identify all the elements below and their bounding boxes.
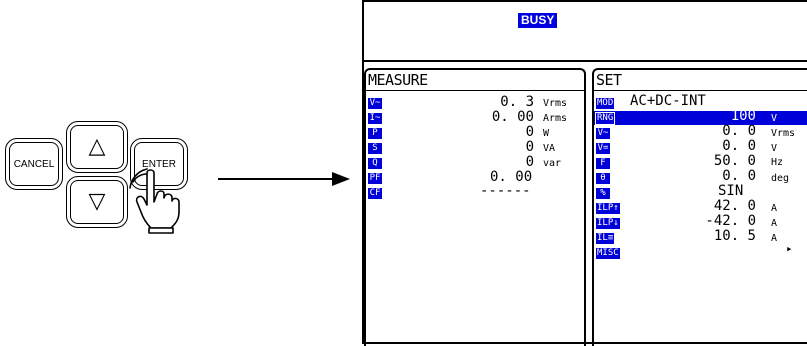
set-unit: A (771, 233, 778, 244)
measure-tag: PF (368, 173, 382, 184)
keypad: CANCEL △ ▽ ENTER (5, 96, 215, 234)
set-tag: ILP↓ (596, 218, 620, 229)
set-value: 10. 5 (713, 228, 756, 244)
busy-indicator: BUSY (518, 13, 558, 28)
set-divider (594, 90, 807, 91)
set-unit: V (771, 113, 778, 124)
set-tag: V= (596, 143, 610, 154)
set-unit: Vrms (771, 128, 796, 139)
set-value: 0. 0 (722, 138, 756, 154)
set-value: 50. 0 (713, 153, 756, 169)
measure-divider (366, 90, 584, 91)
set-value: SIN (718, 183, 744, 199)
measure-unit: W (543, 128, 550, 139)
set-tag: F (596, 158, 610, 169)
set-row[interactable]: V~ (596, 127, 610, 140)
measure-row: V~ (368, 97, 382, 110)
pressing-hand-icon (129, 168, 180, 234)
set-value: -42. 0 (705, 213, 756, 229)
measure-row: P (368, 127, 382, 140)
up-key[interactable]: △ (66, 121, 128, 173)
enter-key[interactable]: ENTER (130, 138, 188, 190)
set-row[interactable]: V= (596, 142, 610, 155)
down-arrow-icon: ▽ (88, 189, 106, 214)
cancel-key-label: CANCEL (13, 158, 55, 170)
measure-row: I~ (368, 112, 382, 125)
set-tag: MOD (596, 98, 615, 109)
measure-row: CF (368, 187, 382, 200)
measure-tag: V~ (368, 98, 382, 109)
measure-value: 0. 00 (491, 109, 534, 125)
set-value: 42. 0 (713, 198, 756, 214)
up-arrow-icon: △ (88, 134, 106, 159)
measure-unit: VA (543, 143, 556, 154)
set-row[interactable]: MOD (596, 97, 615, 110)
set-row-selected[interactable]: RNG (594, 112, 616, 125)
set-value: 0. 0 (722, 123, 756, 139)
set-tag: IL≡ (596, 233, 615, 244)
measure-value: 0 (525, 139, 534, 155)
measure-tag: S (368, 143, 382, 154)
set-row[interactable]: θ (596, 172, 610, 185)
measure-value: 0 (525, 154, 534, 170)
cancel-key[interactable]: CANCEL (5, 138, 63, 190)
measure-row: PF (368, 172, 382, 185)
set-row[interactable]: ILP↑ (596, 202, 620, 215)
device-display: BUSY MEASURE V~ 0. 3 Vrms I~ 0. 00 Arms … (362, 0, 807, 346)
set-unit: V (771, 143, 778, 154)
measure-unit: Vrms (543, 98, 568, 109)
measure-tag: CF (368, 188, 382, 199)
set-tag: ILP↑ (596, 203, 620, 214)
set-tag: MISC (596, 248, 620, 259)
set-unit: deg (771, 173, 790, 184)
enter-key-label: ENTER (142, 158, 176, 170)
measure-tag: P (368, 128, 382, 139)
set-row[interactable]: ILP↓ (596, 217, 620, 230)
status-bar: BUSY (364, 2, 807, 62)
set-row[interactable]: MISC (596, 247, 620, 260)
measure-panel: MEASURE V~ 0. 3 Vrms I~ 0. 00 Arms P 0 W… (364, 68, 586, 346)
set-value: 100 (730, 108, 756, 124)
measure-value: 0 (525, 124, 534, 140)
set-panel: SET MOD AC+DC-INT RNG 100 V V~ 0. 0 Vrms… (592, 68, 807, 346)
right-arrow-icon (218, 172, 350, 186)
measure-row: S (368, 142, 382, 155)
measure-value: 0. 00 (490, 169, 533, 185)
set-row[interactable]: IL≡ (596, 232, 615, 245)
down-key[interactable]: ▽ (66, 176, 128, 228)
set-unit: A (771, 218, 778, 229)
selected-row-highlight[interactable] (594, 111, 807, 125)
set-tag: RNG (594, 112, 616, 125)
set-unit: Hz (771, 157, 784, 168)
set-panel-title: SET (596, 71, 622, 89)
set-unit: A (771, 203, 778, 214)
set-value: AC+DC-INT (630, 93, 706, 109)
measure-unit: Arms (543, 113, 568, 124)
set-row[interactable]: % (596, 187, 610, 200)
set-value: 0. 0 (722, 168, 756, 184)
measure-panel-title: MEASURE (368, 71, 428, 89)
measure-tag: Q (368, 158, 382, 169)
submenu-arrow-icon: ▸ (786, 242, 793, 255)
measure-unit: var (543, 158, 562, 169)
measure-value: 0. 3 (500, 94, 534, 110)
set-tag: θ (596, 173, 610, 184)
measure-tag: I~ (368, 113, 382, 124)
measure-value: ------ (480, 183, 531, 199)
set-tag: % (596, 188, 610, 199)
set-tag: V~ (596, 128, 610, 139)
measure-row: Q (368, 157, 382, 170)
set-row[interactable]: F (596, 157, 610, 170)
